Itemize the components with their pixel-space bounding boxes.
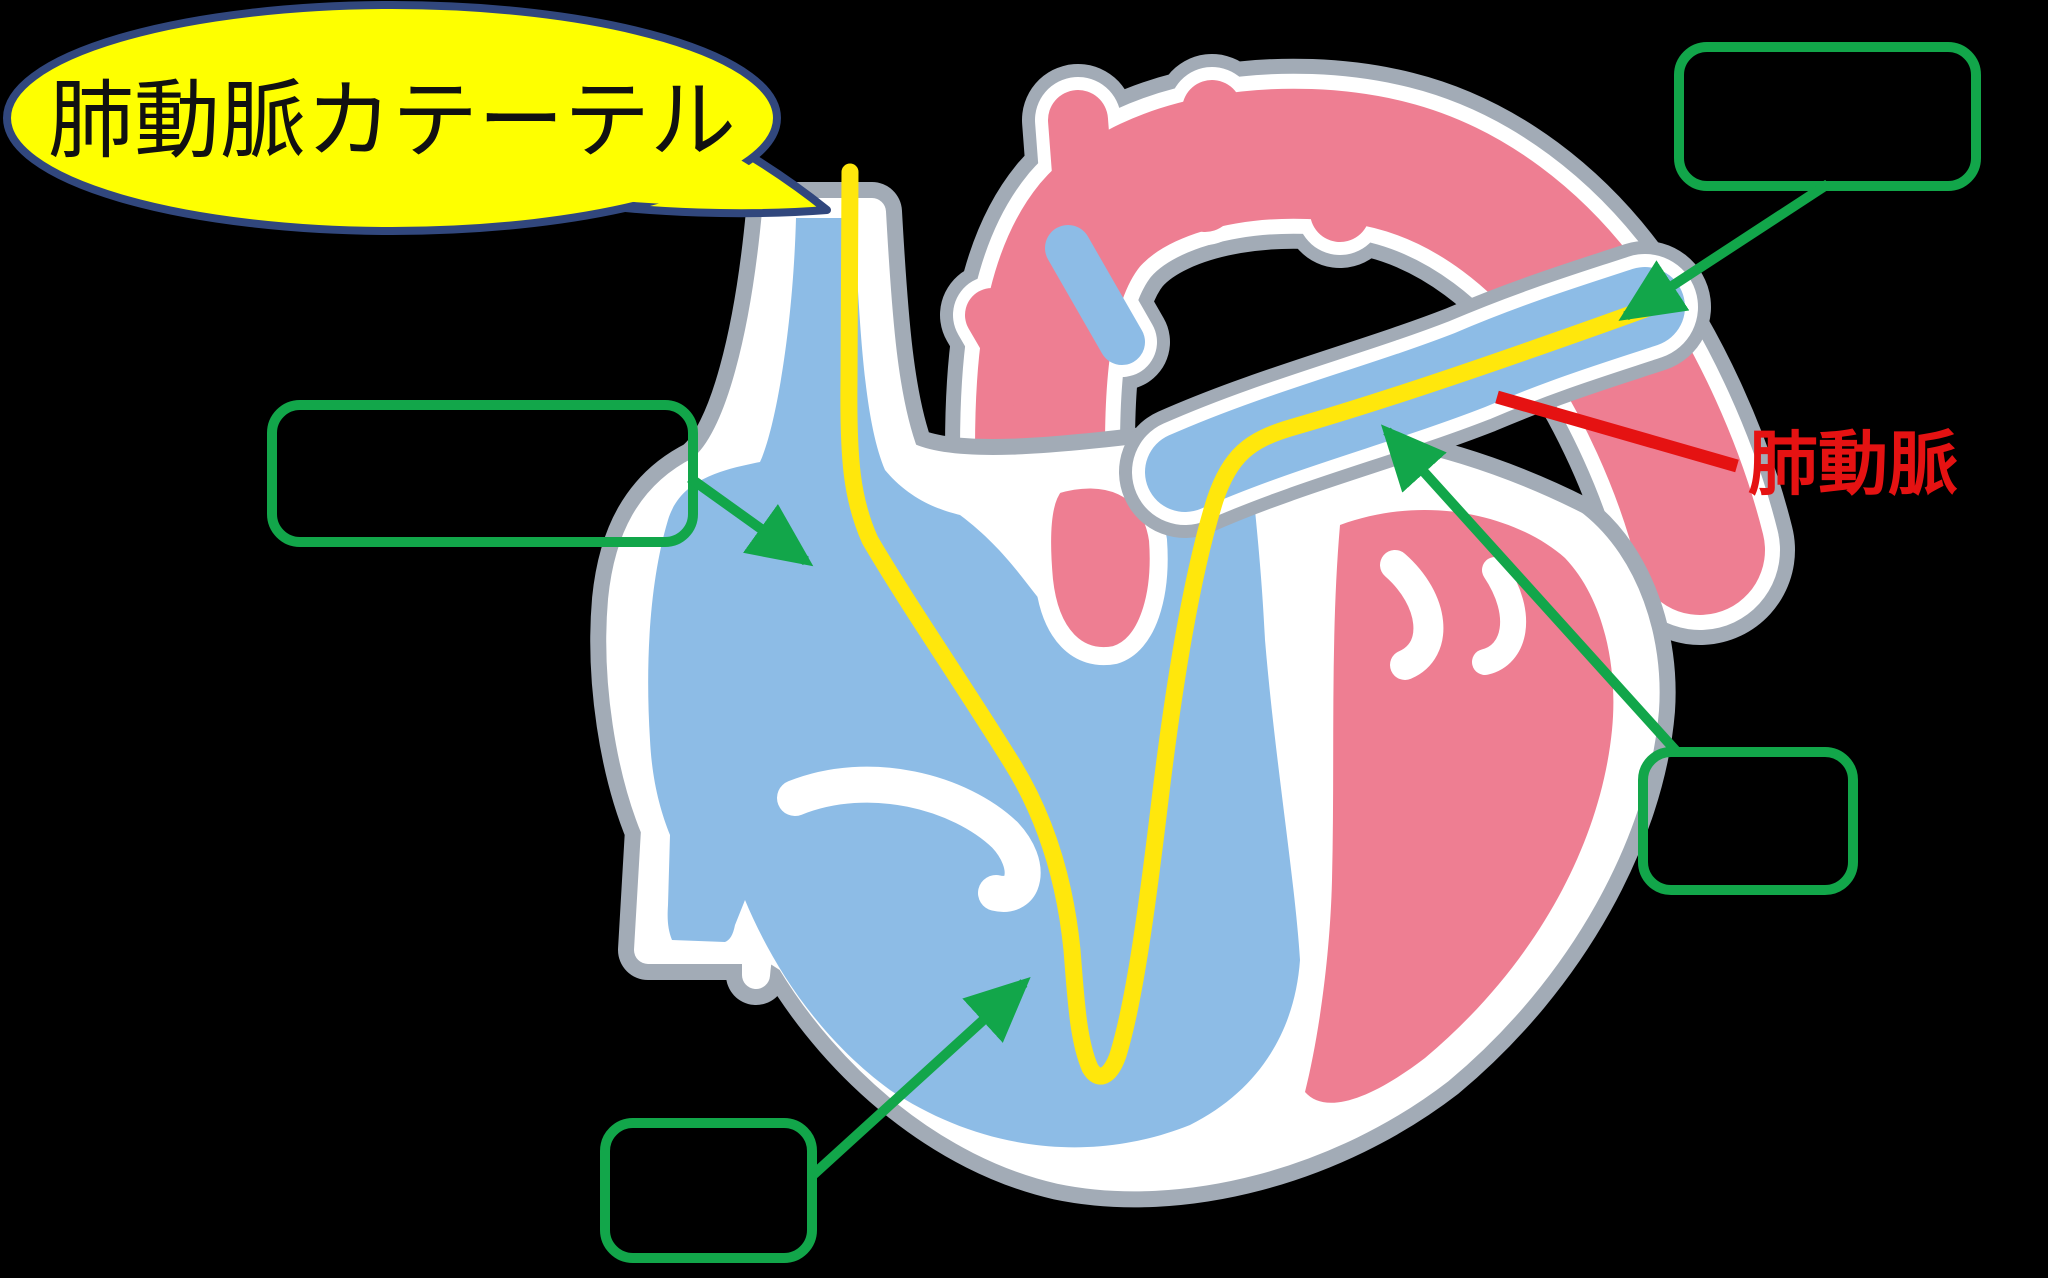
right-pa-stub xyxy=(1045,225,1145,365)
arrow-to-pulmonary-trunk xyxy=(1380,424,1681,756)
arrow-to-right-ventricle xyxy=(809,976,1031,1179)
pulmonary-catheter-line xyxy=(840,163,1657,1085)
speech-bubble-label: 肺動脈カテーテル xyxy=(48,71,736,171)
aorta-branch3 xyxy=(1310,94,1382,242)
tricuspid-valve-accent xyxy=(777,766,1041,912)
speech-bubble-tail-fill xyxy=(575,95,800,205)
aorta-branch2 xyxy=(1175,80,1242,232)
pulmonary-vein-stub xyxy=(965,288,1087,459)
mitral-valve-accent-2 xyxy=(1472,557,1527,675)
arrow-to-catheter-tip xyxy=(1618,179,1831,321)
mitral-valve-accent-1 xyxy=(1380,550,1444,680)
label-box-bottom xyxy=(600,1118,817,1263)
arrow-to-svc xyxy=(687,473,814,567)
speech-bubble: 肺動脈カテーテル xyxy=(3,1,831,235)
label-box-right-lower xyxy=(1638,747,1858,895)
red-pointer-line xyxy=(1495,390,1739,473)
left-heart-chambers xyxy=(1305,509,1614,1103)
label-box-top-right xyxy=(1674,42,1981,191)
red-label: 肺動脈 xyxy=(1748,423,1958,505)
heart-illustration xyxy=(590,54,1795,1208)
aorta-branch1 xyxy=(1048,90,1115,242)
annotations: 肺動脈カテーテル 肺動脈 xyxy=(3,1,1981,1263)
label-box-left xyxy=(267,400,698,547)
